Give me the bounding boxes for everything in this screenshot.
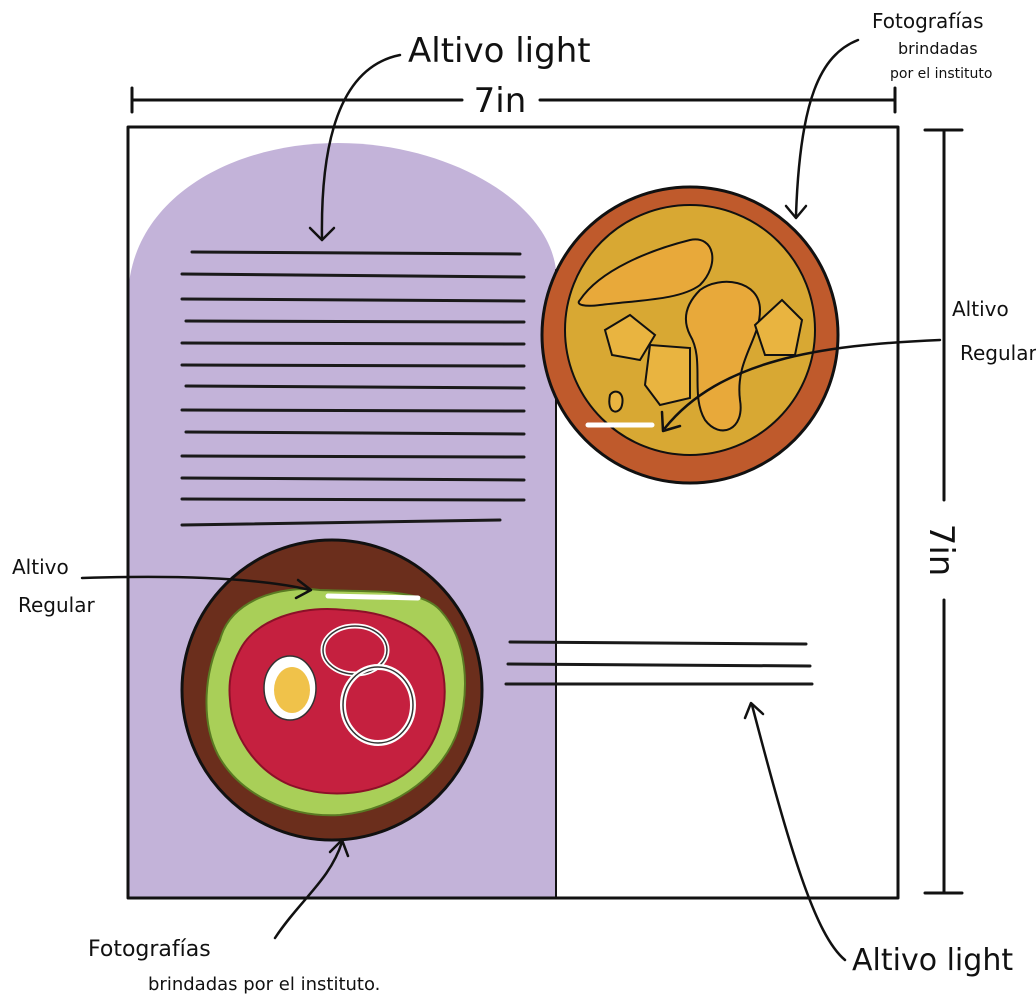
svg-text:por el instituto: por el instituto <box>890 66 992 82</box>
svg-text:Altivo: Altivo <box>952 297 1009 321</box>
width-dimension: 7in <box>132 81 895 121</box>
height-dimension: 7in <box>921 130 962 893</box>
svg-text:Altivo: Altivo <box>12 555 69 579</box>
label-altivo-regular-right: Altivo Regular <box>952 297 1036 365</box>
label-fotografias-bottom: Fotografías brindadas por el instituto. <box>88 937 380 995</box>
svg-text:Regular: Regular <box>960 341 1036 365</box>
svg-text:brindadas por el instituto.: brindadas por el instituto. <box>148 974 380 995</box>
svg-text:Fotografías: Fotografías <box>88 937 211 962</box>
width-label: 7in <box>474 81 527 121</box>
label-altivo-light-top: Altivo light <box>408 31 591 71</box>
salad-title-placeholder <box>328 596 418 598</box>
svg-text:Regular: Regular <box>18 593 95 617</box>
label-altivo-regular-left: Altivo Regular <box>12 555 95 617</box>
height-label: 7in <box>921 524 961 577</box>
svg-text:Fotografías: Fotografías <box>872 9 984 33</box>
label-fotografias-top: Fotografías brindadas por el instituto <box>872 9 992 82</box>
label-altivo-light-bottom: Altivo light <box>852 943 1013 978</box>
curry-plate-illustration <box>542 187 838 483</box>
salad-plate-illustration <box>182 540 482 840</box>
svg-text:brindadas: brindadas <box>898 39 978 58</box>
